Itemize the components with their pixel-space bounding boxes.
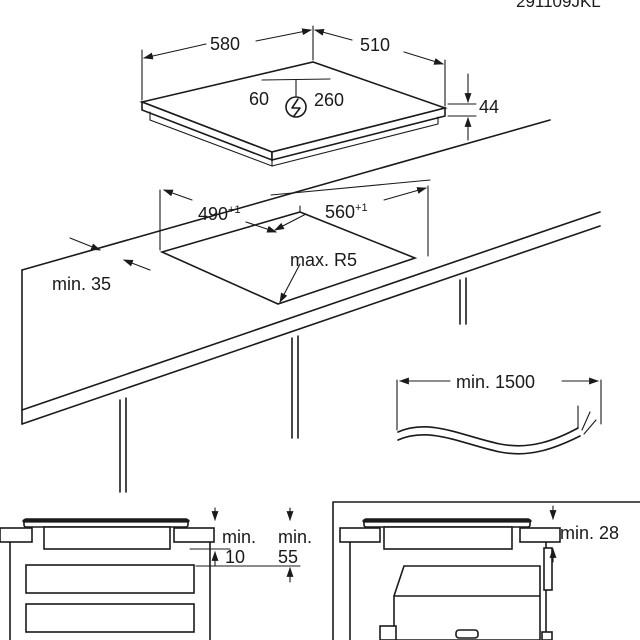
edge-distance-label: min. 35 <box>52 274 111 294</box>
clearance-a-line1: min. <box>222 527 256 547</box>
hob-height-label: 44 <box>479 97 499 117</box>
cutout-dimensions <box>69 187 427 303</box>
cutout-depth-label: 560+1 <box>325 202 368 222</box>
section-right <box>332 501 640 640</box>
clearance-b-line2: 55 <box>278 547 298 567</box>
clearance-b-line1: min. <box>278 527 312 547</box>
section-left <box>0 507 301 640</box>
clearance-right-label: min. 28 <box>560 523 619 543</box>
drawing-code: 291109JKL <box>516 0 601 11</box>
cable-drawing <box>396 377 602 455</box>
worktop-drawing <box>21 119 601 493</box>
hob-drawing <box>139 61 448 167</box>
cable-offset-left-label: 60 <box>249 89 269 109</box>
cable-length-label: min. 1500 <box>456 372 535 392</box>
corner-radius-label: max. R5 <box>290 250 357 270</box>
cable-offset-right-label: 260 <box>314 90 344 110</box>
hob-width-label: 580 <box>210 34 240 54</box>
power-outlet-icon <box>285 96 307 118</box>
cutout-width-label: 490+1 <box>198 204 241 224</box>
hob-depth-label: 510 <box>360 35 390 55</box>
clearance-a-line2: 10 <box>225 547 245 567</box>
hob-dimensions <box>141 25 477 141</box>
